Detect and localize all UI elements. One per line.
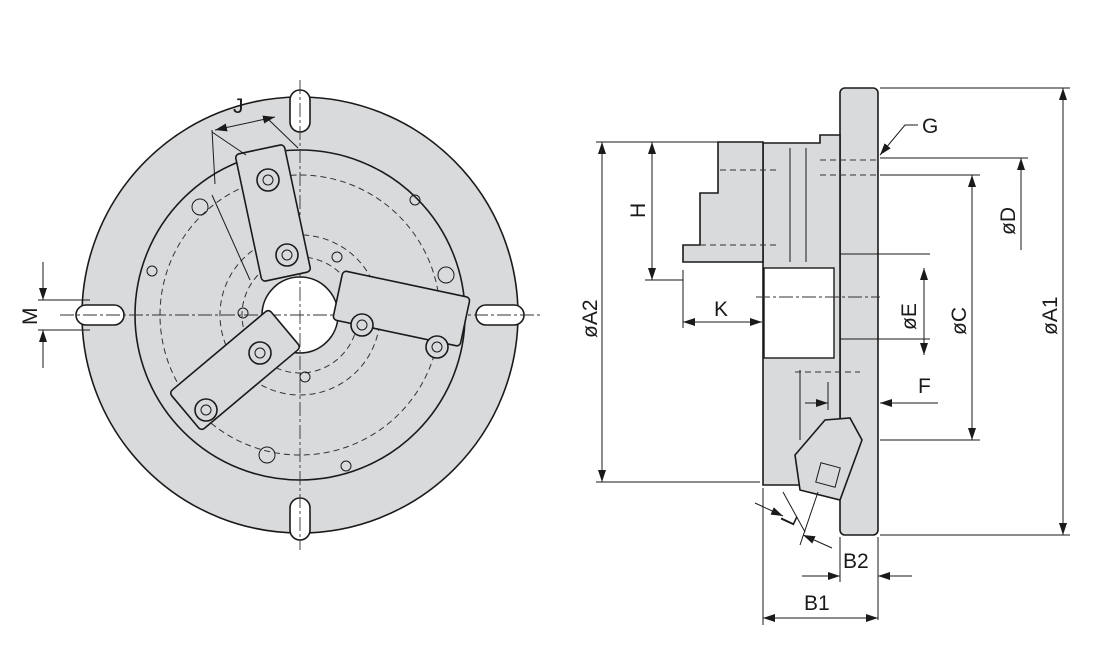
label-K: K bbox=[714, 298, 728, 321]
label-B2: B2 bbox=[843, 550, 869, 573]
label-D: øD bbox=[997, 207, 1020, 235]
label-M: M bbox=[19, 308, 42, 326]
front-view: J M bbox=[19, 80, 540, 550]
label-G: G bbox=[922, 115, 938, 138]
label-A1: øA1 bbox=[1039, 296, 1062, 335]
label-C: øC bbox=[948, 307, 971, 335]
jaw-right bbox=[332, 270, 471, 359]
label-E: øE bbox=[898, 303, 921, 330]
label-J: J bbox=[233, 95, 244, 118]
label-F: F bbox=[918, 375, 931, 398]
jaw-top bbox=[234, 144, 312, 282]
label-B1: B1 bbox=[804, 592, 830, 615]
bore-side bbox=[763, 267, 835, 359]
screw-holes bbox=[146, 194, 455, 472]
label-A2: øA2 bbox=[579, 299, 602, 338]
label-H: H bbox=[627, 203, 650, 218]
jaw-left bbox=[169, 309, 301, 431]
key-socket bbox=[794, 417, 863, 501]
label-L: L bbox=[777, 509, 803, 529]
side-view: øA2 H K øE øC øD øA1 G F bbox=[579, 87, 1070, 625]
jaw-stack-side bbox=[682, 141, 764, 263]
